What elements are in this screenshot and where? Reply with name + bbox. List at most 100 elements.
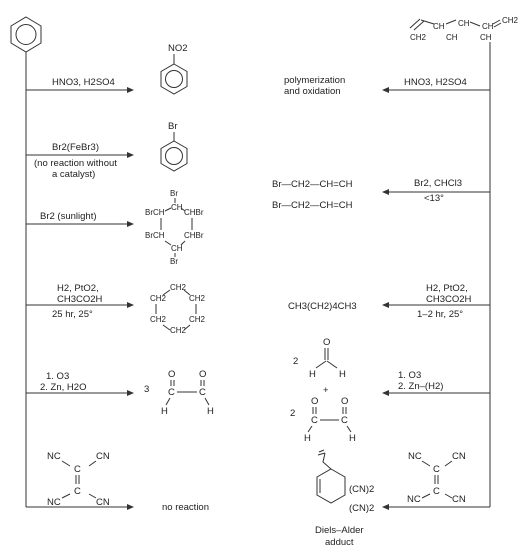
svg-text:Br: Br: [170, 257, 178, 266]
svg-text:(no reaction without: (no reaction without: [34, 158, 117, 169]
svg-text:CH3CO2H: CH3CO2H: [426, 294, 472, 305]
svg-text:O: O: [311, 396, 318, 407]
svg-text:<13°: <13°: [424, 193, 444, 204]
svg-text:(CN)2: (CN)2: [349, 503, 374, 514]
bromobenzene-structure: Br: [160, 121, 188, 172]
svg-text:NC: NC: [47, 451, 61, 462]
left-tcne-structure: NC CN C C NC CN: [47, 451, 110, 508]
hexabromocyclohexane-structure: Br BrCH CH CHBr BrCH CHBr CH Br: [145, 189, 204, 266]
svg-text:a catalyst): a catalyst): [52, 169, 95, 180]
svg-text:CH2: CH2: [502, 16, 519, 25]
svg-text:CH2: CH2: [189, 294, 206, 303]
left-row-tcne: NC CN C C NC CN no reaction: [26, 451, 209, 513]
svg-text:CH2: CH2: [170, 283, 187, 292]
no-reaction-label: no reaction: [162, 502, 209, 513]
svg-text:NO2: NO2: [168, 43, 188, 54]
svg-text:NC: NC: [47, 497, 61, 508]
left-nitration-reagent: HNO3, H2SO4: [52, 77, 115, 88]
left-row-ozonolysis: 1. O3 2. Zn, H2O 3 O O C C H H: [26, 369, 214, 417]
svg-text:C: C: [341, 415, 348, 426]
glyoxal-structure: 3 O O C C H H: [144, 369, 214, 417]
svg-text:1. O3: 1. O3: [46, 371, 69, 382]
svg-text:CN: CN: [96, 451, 110, 462]
svg-text:H: H: [309, 369, 316, 380]
diels-alder-adduct-structure: (CN)2 (CN)2 Diels–Alder adduct: [315, 449, 374, 548]
right-tcne-structure: NC CN C C NC CN: [407, 451, 466, 505]
svg-text:CH: CH: [480, 33, 492, 42]
svg-text:2. Zn, H2O: 2. Zn, H2O: [40, 382, 86, 393]
svg-text:Br—CH2—CH=CH: Br—CH2—CH=CH: [272, 179, 353, 190]
svg-text:H2, PtO2,: H2, PtO2,: [426, 283, 468, 294]
svg-text:NC: NC: [408, 451, 422, 462]
svg-text:H: H: [349, 433, 356, 444]
svg-text:Br: Br: [170, 189, 178, 198]
svg-text:Diels–Alder: Diels–Alder: [315, 525, 364, 536]
svg-text:CH: CH: [446, 33, 458, 42]
svg-text:CH: CH: [171, 244, 183, 253]
svg-text:O: O: [341, 396, 348, 407]
svg-text:(CN)2: (CN)2: [349, 484, 374, 495]
svg-text:1–2 hr, 25°: 1–2 hr, 25°: [417, 309, 463, 320]
svg-text:CHBr: CHBr: [184, 231, 204, 240]
left-row-hydrogenation: H2, PtO2, CH3CO2H 25 hr, 25° CH2 CH2 CH2…: [26, 283, 206, 335]
nitrobenzene-structure: NO2: [160, 43, 188, 95]
left-row-nitration: HNO3, H2SO4 NO2: [26, 43, 188, 95]
svg-text:H: H: [161, 406, 168, 417]
svg-text:polymerization: polymerization: [284, 75, 345, 86]
svg-text:C: C: [199, 387, 206, 398]
cyclohexane-structure: CH2 CH2 CH2 CH2 CH2 CH2: [150, 283, 206, 335]
svg-text:Br2, CHCl3: Br2, CHCl3: [414, 178, 462, 189]
formaldehyde-structure: 2 O H H: [293, 337, 346, 380]
svg-text:+: +: [323, 385, 329, 396]
svg-text:H: H: [339, 369, 346, 380]
svg-text:H2, PtO2,: H2, PtO2,: [57, 283, 99, 294]
svg-text:Br—CH2—CH=CH: Br—CH2—CH=CH: [272, 200, 353, 211]
svg-text:C: C: [433, 486, 440, 497]
right-row-hydrogenation: H2, PtO2, CH3CO2H 1–2 hr, 25° CH3(CH2)4C…: [288, 283, 490, 320]
svg-text:BrCH: BrCH: [145, 208, 165, 217]
svg-text:C: C: [168, 387, 175, 398]
svg-text:2. Zn–(H2): 2. Zn–(H2): [398, 381, 443, 392]
svg-text:3: 3: [144, 384, 149, 395]
svg-text:Br2(FeBr3): Br2(FeBr3): [52, 142, 99, 153]
svg-text:and oxidation: and oxidation: [284, 86, 341, 97]
svg-text:CN: CN: [452, 451, 466, 462]
right-row-ozonolysis: 1. O3 2. Zn–(H2) 2 O H H + 2 O O C C H: [290, 337, 490, 444]
left-row-bromination: Br2(FeBr3) (no reaction without a cataly…: [26, 121, 188, 180]
svg-text:C: C: [74, 464, 81, 475]
svg-text:CH: CH: [482, 22, 494, 31]
svg-text:HNO3, H2SO4: HNO3, H2SO4: [404, 77, 467, 88]
svg-text:CH: CH: [458, 19, 470, 28]
svg-text:H: H: [304, 433, 311, 444]
svg-text:O: O: [199, 369, 206, 380]
svg-text:O: O: [323, 337, 330, 348]
svg-text:2: 2: [290, 408, 295, 419]
svg-text:2: 2: [293, 356, 298, 367]
svg-text:CH2: CH2: [189, 315, 206, 324]
svg-text:adduct: adduct: [325, 537, 354, 548]
svg-text:CH3(CH2)4CH3: CH3(CH2)4CH3: [288, 301, 357, 312]
right-glyoxal-structure: 2 O O C C H H: [290, 396, 356, 444]
left-row-photobromination: Br2 (sunlight) Br BrCH CH CHBr BrCH CHBr…: [26, 189, 204, 266]
svg-text:25 hr, 25°: 25 hr, 25°: [52, 309, 93, 320]
svg-text:CHBr: CHBr: [184, 208, 204, 217]
svg-text:NC: NC: [407, 494, 421, 505]
right-row-nitration: HNO3, H2SO4 polymerization and oxidation: [284, 75, 490, 97]
svg-text:CH: CH: [433, 22, 445, 31]
svg-text:Br2 (sunlight): Br2 (sunlight): [40, 211, 97, 222]
svg-text:CN: CN: [96, 497, 110, 508]
svg-text:C: C: [311, 415, 318, 426]
svg-text:CH2: CH2: [150, 315, 167, 324]
svg-text:CH2: CH2: [170, 326, 187, 335]
svg-text:BrCH: BrCH: [145, 231, 165, 240]
hexatriene-structure: CH CH CH CH2 CH2 CH CH: [409, 16, 519, 42]
right-row-bromination: Br2, CHCl3 <13° Br—CH2—CH=CH Br—CH2—CH=C…: [272, 178, 490, 211]
svg-text:CH2: CH2: [150, 294, 167, 303]
svg-text:CH2: CH2: [410, 33, 427, 42]
svg-text:O: O: [168, 369, 175, 380]
svg-text:Br: Br: [168, 121, 178, 132]
svg-text:C: C: [433, 464, 440, 475]
benzene-structure: [10, 16, 42, 53]
svg-text:H: H: [207, 406, 214, 417]
